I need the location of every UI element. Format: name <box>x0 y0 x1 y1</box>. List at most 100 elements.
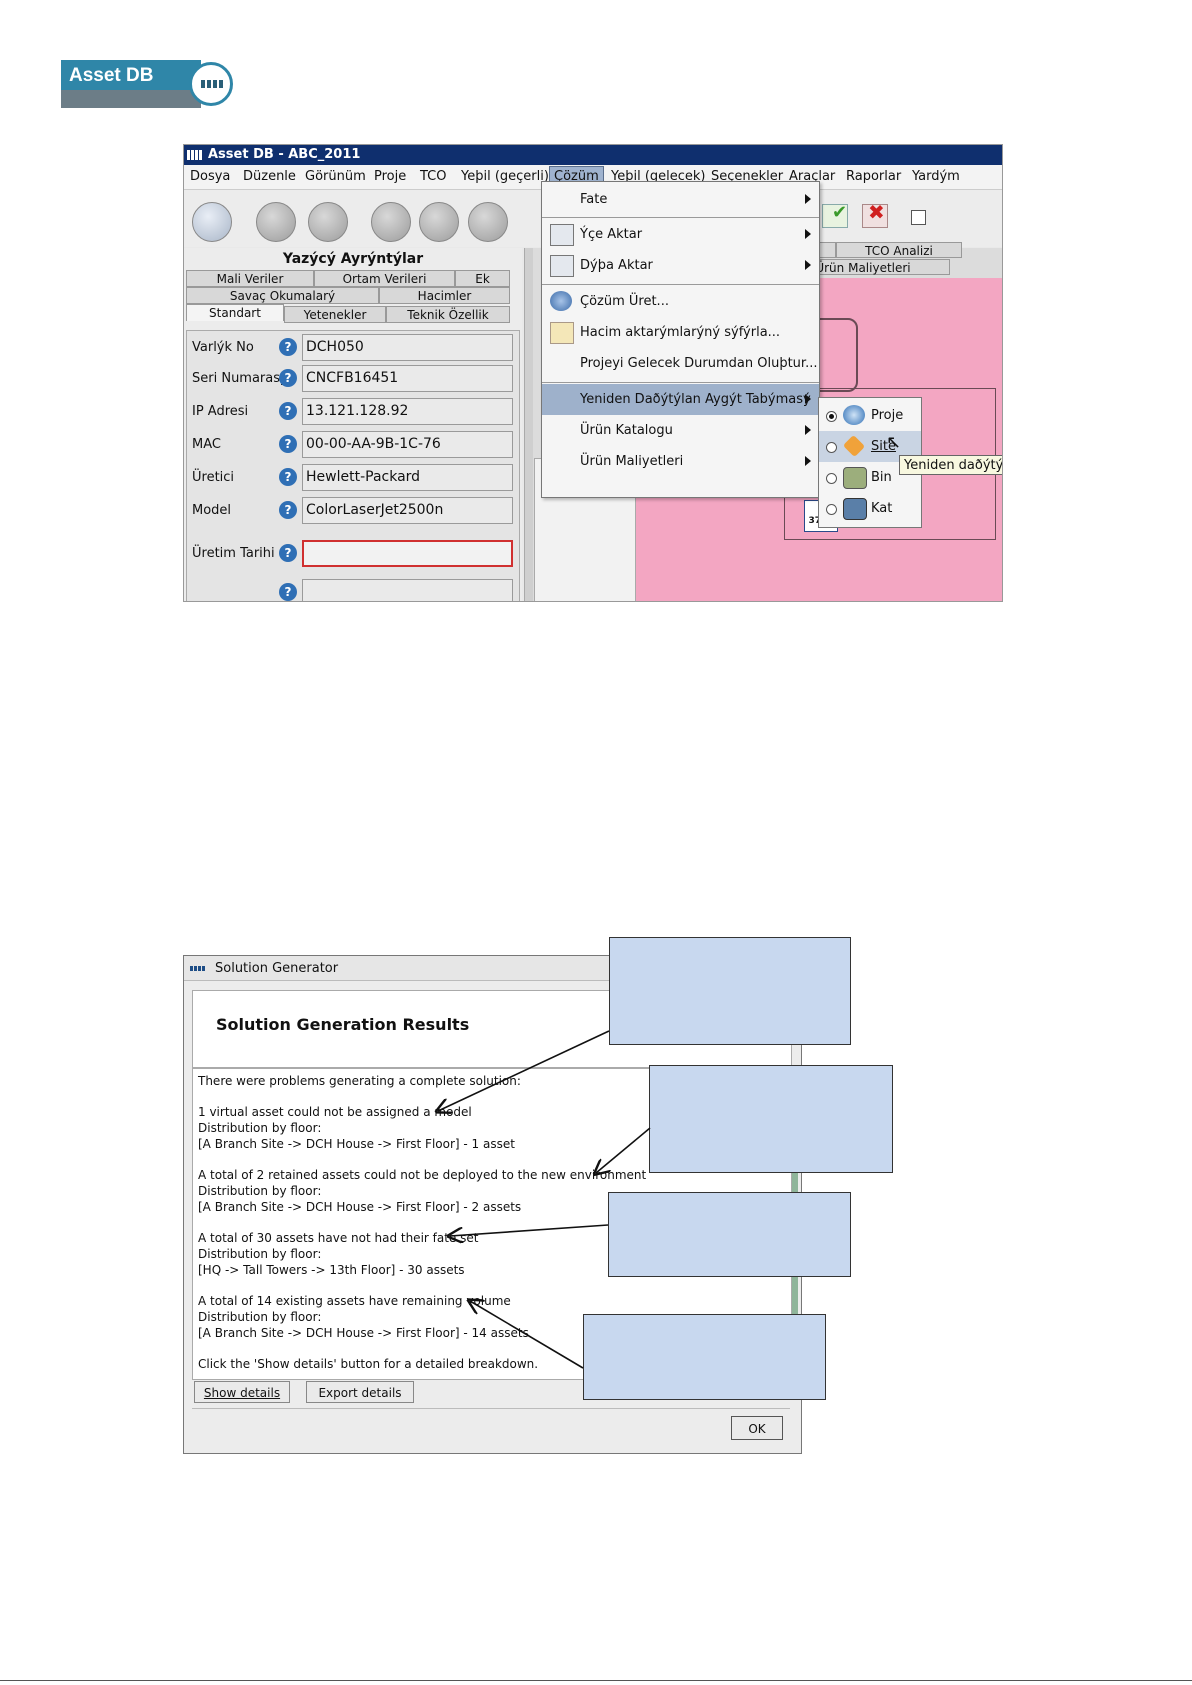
result-line: A total of 14 existing assets have remai… <box>198 1294 511 1308</box>
menu-yesil-gelecek[interactable]: Yeþil (gelecek) <box>611 169 706 184</box>
tab-yetenekler[interactable]: Yetenekler <box>284 306 386 323</box>
toolbar-checkbox[interactable] <box>911 210 926 225</box>
help-icon[interactable]: ? <box>279 338 297 356</box>
asset-db-window: Asset DB - ABC_2011 Dosya Düzenle Görünü… <box>183 144 1003 602</box>
menu-item-label: Yeniden Daðýtýlan Aygýt Tabýmasý <box>580 392 811 407</box>
menu-araclar[interactable]: Araçlar <box>789 169 836 184</box>
submenu-item-bina[interactable]: Bin <box>819 462 921 493</box>
open-folder-button[interactable] <box>192 202 232 242</box>
splitter[interactable] <box>524 248 533 601</box>
model-field[interactable]: ColorLaserJet2500n <box>302 497 513 524</box>
import-icon <box>550 224 574 246</box>
menu-separator <box>542 217 819 218</box>
result-line: [A Branch Site -> DCH House -> First Flo… <box>198 1326 529 1340</box>
tab-hacimler[interactable]: Hacimler <box>379 287 510 304</box>
toolbar-button-2[interactable] <box>256 202 296 242</box>
uretim-tarihi-field[interactable] <box>302 540 513 567</box>
uretici-field[interactable]: Hewlett-Packard <box>302 464 513 491</box>
delete-icon[interactable] <box>862 204 888 228</box>
menu-raporlar[interactable]: Raporlar <box>846 169 902 184</box>
menu-item-label: Ýçe Aktar <box>580 227 643 242</box>
field-row-uretim-tarihi: Üretim Tarihi ? <box>187 539 519 569</box>
panel-title: Yazýcý Ayrýntýlar <box>282 251 424 267</box>
menu-dosya[interactable]: Dosya <box>190 169 231 184</box>
arrow-2 <box>596 1127 651 1173</box>
callout-box-3 <box>608 1192 851 1277</box>
varlik-no-field[interactable]: DCH050 <box>302 334 513 361</box>
tab-ek[interactable]: Ek <box>455 270 510 287</box>
seri-numarasi-field[interactable]: CNCFB16451 <box>302 365 513 392</box>
menu-yesil-gecerli[interactable]: Yeþil (geçerli) <box>461 169 549 184</box>
menu-separator <box>542 284 819 285</box>
tab-mali-veriler[interactable]: Mali Veriler <box>186 270 314 287</box>
menu-proje[interactable]: Proje <box>374 169 407 184</box>
result-line: Distribution by floor: <box>198 1310 322 1324</box>
field-row-varlik-no: Varlýk No ? DCH050 <box>187 333 519 363</box>
help-icon[interactable]: ? <box>279 402 297 420</box>
help-icon[interactable]: ? <box>279 435 297 453</box>
menu-item-urun-maliyetleri[interactable]: Ürün Maliyetleri <box>542 446 819 477</box>
field-label: Üretici <box>192 470 235 485</box>
submenu-item-proje[interactable]: Proje <box>819 400 921 431</box>
field-row-model: Model ? ColorLaserJet2500n <box>187 496 519 526</box>
menu-bar: Dosya Düzenle Görünüm Proje TCO Yeþil (g… <box>184 165 1002 190</box>
field-label: Seri Numarasý <box>192 371 288 386</box>
help-icon[interactable]: ? <box>279 583 297 601</box>
tab-row-2: Savaç Okumalarý Hacimler <box>186 287 520 305</box>
menu-gorunum[interactable]: Görünüm <box>305 169 366 184</box>
toolbar-button-3[interactable] <box>308 202 348 242</box>
callout-box-4 <box>583 1314 826 1400</box>
app-icon <box>187 150 203 160</box>
submenu-label: Bin <box>871 470 892 485</box>
field-label: Model <box>192 503 232 518</box>
menu-yardim[interactable]: Yardým <box>912 169 960 184</box>
menu-item-cozum-uret[interactable]: Çözüm Üret... <box>542 286 819 317</box>
menu-tco[interactable]: TCO <box>420 169 447 184</box>
ok-button[interactable]: OK <box>731 1416 783 1440</box>
menu-separator <box>542 382 819 383</box>
show-details-button[interactable]: Show details <box>194 1381 290 1403</box>
menu-secenekler[interactable]: Seçenekler <box>711 169 784 184</box>
menu-item-yeniden-dagitilan[interactable]: Yeniden Daðýtýlan Aygýt Tabýmasý <box>542 384 819 415</box>
tab-ortam-verileri[interactable]: Ortam Verileri <box>314 270 455 287</box>
menu-item-disa-aktar[interactable]: Dýþa Aktar <box>542 250 819 281</box>
result-line: A total of 30 assets have not had their … <box>198 1231 479 1245</box>
check-icon[interactable] <box>822 204 848 228</box>
menu-item-label: Ürün Maliyetleri <box>580 454 684 469</box>
submenu-arrow-icon <box>805 194 811 204</box>
notepad-icon <box>550 322 574 344</box>
tab-row-1: Mali Veriler Ortam Verileri Ek <box>186 270 520 288</box>
asset-form: Varlýk No ? DCH050 Seri Numarasý ? CNCFB… <box>186 330 520 601</box>
menu-duzenle[interactable]: Düzenle <box>243 169 296 184</box>
tab-savac-okumalari[interactable]: Savaç Okumalarý <box>186 287 379 304</box>
cozum-dropdown-menu: Fate Ýçe Aktar Dýþa Aktar Çözüm Üret... … <box>541 181 820 498</box>
submenu-label: Proje <box>871 408 904 423</box>
menu-item-hacim-sifirla[interactable]: Hacim aktarýmlarýný sýfýrla... <box>542 317 819 348</box>
tab-standart[interactable]: Standart <box>186 304 284 321</box>
app-icon <box>190 966 206 971</box>
menu-item-projeyi-olustur[interactable]: Projeyi Gelecek Durumdan Oluþtur... <box>542 348 819 379</box>
menu-item-ice-aktar[interactable]: Ýçe Aktar <box>542 219 819 250</box>
dialog-heading: Solution Generation Results <box>216 1015 470 1034</box>
callout-box-2 <box>649 1065 893 1173</box>
tab-teknik-ozellik[interactable]: Teknik Özellik <box>386 306 510 323</box>
mac-field[interactable]: 00-00-AA-9B-1C-76 <box>302 431 513 458</box>
help-icon[interactable]: ? <box>279 369 297 387</box>
submenu-item-kat[interactable]: Kat <box>819 493 921 524</box>
toolbar-button-6[interactable] <box>468 202 508 242</box>
menu-item-fate[interactable]: Fate <box>542 184 819 215</box>
export-icon <box>550 255 574 277</box>
ip-adresi-field[interactable]: 13.121.128.92 <box>302 398 513 425</box>
export-details-button[interactable]: Export details <box>306 1381 414 1403</box>
menu-item-urun-katalogu[interactable]: Ürün Katalogu <box>542 415 819 446</box>
window-titlebar: Asset DB - ABC_2011 <box>184 145 1002 165</box>
toolbar-button-5[interactable] <box>419 202 459 242</box>
partial-field[interactable] <box>302 579 513 601</box>
help-icon[interactable]: ? <box>279 468 297 486</box>
tab-tco-analizi[interactable]: TCO Analizi <box>836 242 962 258</box>
help-icon[interactable]: ? <box>279 501 297 519</box>
arrow-4 <box>470 1301 584 1369</box>
toolbar-button-4[interactable] <box>371 202 411 242</box>
help-icon[interactable]: ? <box>279 544 297 562</box>
